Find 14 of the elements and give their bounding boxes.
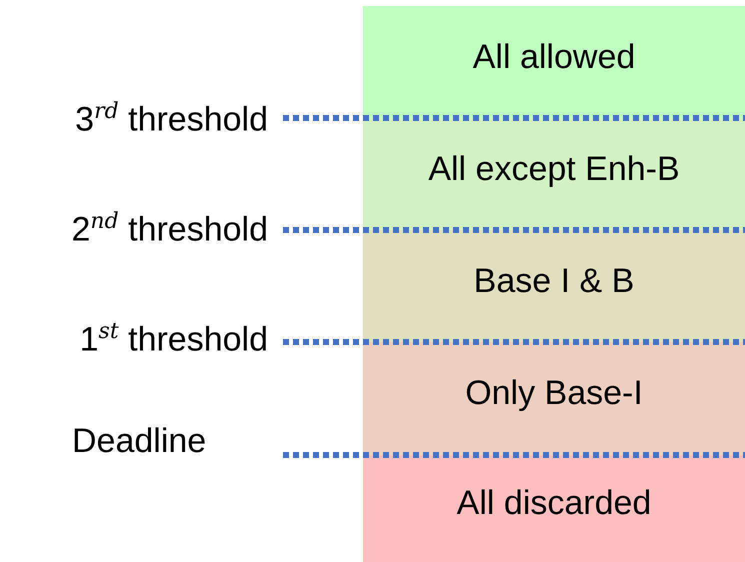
zone-band [363,455,745,562]
zone-band [363,6,745,118]
band-label: All except Enh-B [428,150,680,188]
threshold-label: Deadline [72,421,206,461]
band-label: Only Base-I [465,374,643,413]
band-label: All discarded [456,484,652,523]
zone-band [363,230,745,342]
threshold-label: 2$^{nd}$ threshold [71,208,268,250]
zone-band [363,118,745,230]
band-label: All allowed [472,38,636,76]
zone-band [363,342,745,455]
band-label: Base I & B [474,262,634,300]
threshold-label: 3$^{rd}$ threshold [75,98,268,140]
threshold-label: 1$^{st}$ threshold [80,318,268,360]
